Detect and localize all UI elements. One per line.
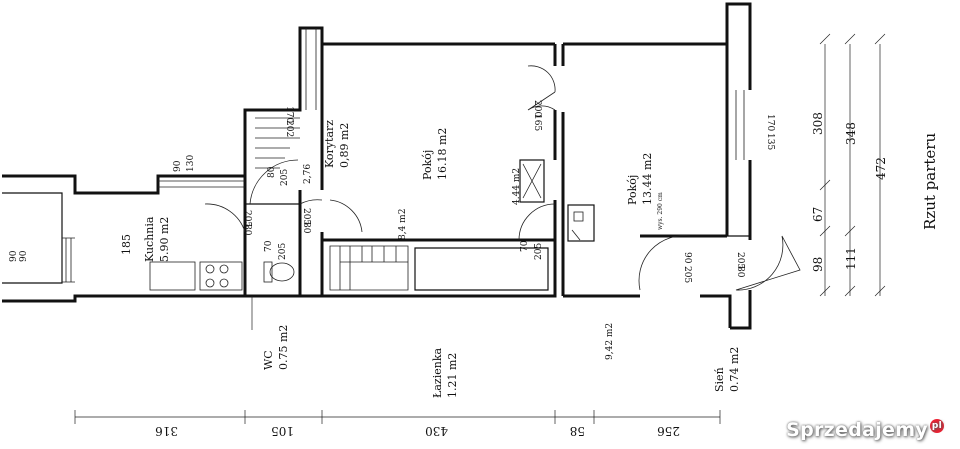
- sien-name: Sień: [713, 367, 726, 392]
- pokoj2-area: 13.44 m2: [641, 153, 654, 205]
- bottom-dim-58: 58: [570, 424, 585, 438]
- pokoj1-name: Pokój: [421, 150, 434, 180]
- room-pokoj-1: Pokój 16.18 m2: [421, 128, 449, 180]
- lazienka-name: Łazienka: [431, 348, 444, 398]
- pokoj2-height: wys. 290 cm: [657, 192, 664, 230]
- pokoj2-name: Pokój: [626, 175, 639, 205]
- dim-276: 2,76: [303, 164, 313, 184]
- dim-205-c: 205: [301, 208, 311, 225]
- dim-170-a: 170: [284, 106, 294, 123]
- korytarz-name: Korytarz: [323, 120, 336, 168]
- dim-170-b: 170: [765, 114, 775, 131]
- dim-80-a: 80: [267, 166, 277, 178]
- right-dimensions: 308 67 98 348 111 472: [811, 112, 888, 272]
- right-dim-348: 348: [844, 122, 858, 145]
- dim-80-c: 80: [301, 222, 311, 234]
- dim-90-left-b: 90: [19, 250, 29, 262]
- bottom-dim-316: 316: [155, 424, 178, 438]
- dim-70-b: 70: [520, 240, 530, 252]
- watermark-text: Sprzedajemy: [786, 419, 928, 441]
- dim-80-d: 80: [735, 266, 745, 278]
- bottom-dim-256: 256: [657, 424, 680, 438]
- room-wc: WC 0.75 m2: [262, 325, 290, 370]
- dim-200: 200: [532, 100, 542, 117]
- area-note-2: 4.44 m2: [512, 168, 522, 205]
- dim-205-a: 205: [280, 169, 290, 186]
- walls: [2, 2, 886, 424]
- room-kuchnia: Kuchnia 5.90 m2: [143, 216, 171, 262]
- dimension-labels: 185 90 130 90 90 170 202 80 205 2,76 205…: [9, 100, 775, 283]
- dim-205-d: 205: [278, 243, 288, 260]
- dim-202: 202: [284, 120, 294, 137]
- room-korytarz: Korytarz 0,89 m2: [323, 120, 351, 168]
- kuchnia-name: Kuchnia: [143, 216, 156, 262]
- dim-205-b: 205: [242, 210, 252, 227]
- right-dim-98: 98: [811, 257, 825, 272]
- bottom-dimensions: 316 105 430 58 256: [155, 424, 680, 438]
- right-dim-111: 111: [844, 247, 858, 270]
- room-sien: Sień 0.74 m2: [713, 347, 741, 392]
- area-note-3: 9,42 m2: [605, 323, 615, 360]
- dim-130: 130: [186, 155, 196, 172]
- right-dim-308: 308: [811, 112, 825, 135]
- area-note-1: 8,4 m2: [398, 209, 408, 240]
- dim-70-a: 70: [264, 240, 274, 252]
- dim-90-d: 90: [682, 252, 692, 264]
- bottom-dim-105: 105: [271, 424, 294, 438]
- dim-90-left-a: 90: [9, 250, 19, 262]
- dim-80-b: 80: [242, 224, 252, 236]
- dim-135: 135: [765, 133, 775, 150]
- dim-205-f: 205: [682, 266, 692, 283]
- dim-185: 185: [120, 234, 133, 255]
- room-lazienka: Łazienka 1.21 m2: [431, 348, 459, 398]
- sien-area: 0.74 m2: [728, 347, 741, 392]
- korytarz-area: 0,89 m2: [338, 123, 351, 168]
- right-dim-67: 67: [811, 207, 825, 222]
- wc-area: 0.75 m2: [277, 325, 290, 370]
- kuchnia-area: 5.90 m2: [158, 217, 171, 262]
- bottom-dim-430: 430: [425, 424, 448, 438]
- dim-205-e: 205: [534, 243, 544, 260]
- dim-165: 165: [532, 114, 542, 131]
- lazienka-area: 1.21 m2: [446, 353, 459, 398]
- wc-name: WC: [262, 350, 275, 370]
- watermark-badge: pl: [930, 419, 944, 433]
- pokoj1-area: 16.18 m2: [436, 128, 449, 180]
- plan-title: Rzut parteru: [921, 133, 939, 230]
- dim-90: 90: [173, 160, 183, 172]
- room-pokoj-2: Pokój 13.44 m2 wys. 290 cm: [626, 153, 664, 230]
- right-dim-472: 472: [874, 157, 888, 180]
- dim-205-g: 205: [735, 252, 745, 269]
